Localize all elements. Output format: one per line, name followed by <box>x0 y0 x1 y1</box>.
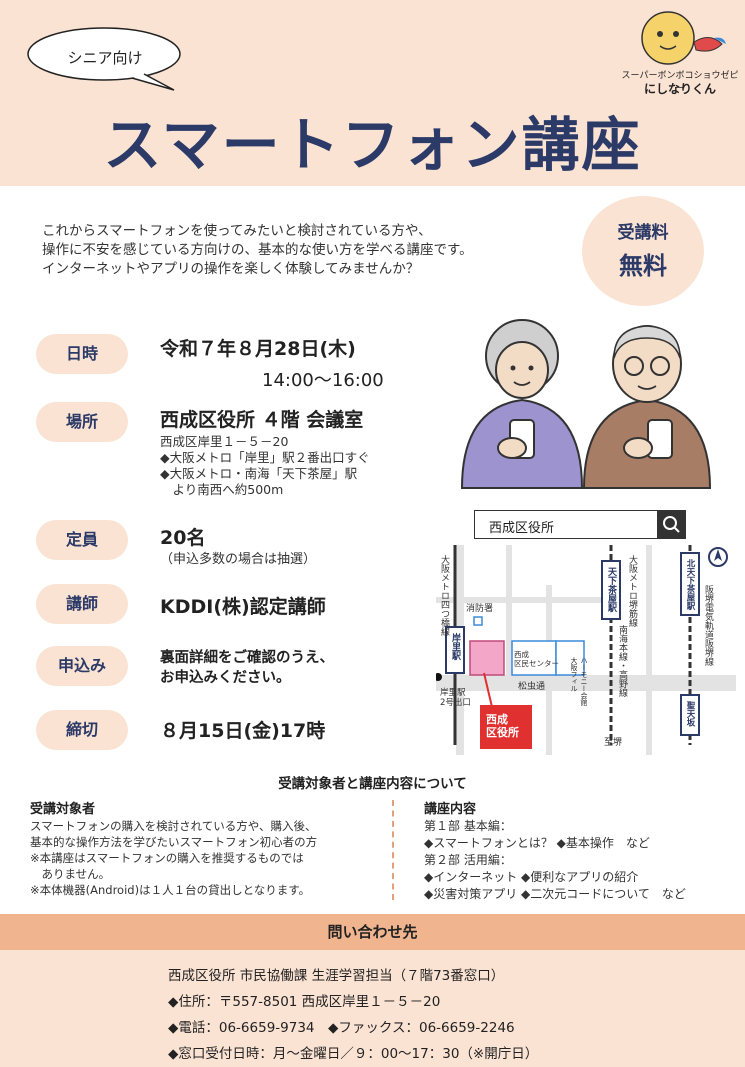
speech-bubble <box>27 27 181 91</box>
content-line: ◆スマートフォンとは？ ◆基本操作 など <box>424 836 650 850</box>
column-divider <box>392 800 394 900</box>
target-line: スマートフォンの購入を検討されている方や、購入後、 <box>30 819 317 833</box>
content-text: 第１部 基本編： ◆スマートフォンとは？ ◆基本操作 など第２部 活用編： ◆インタ… <box>424 818 686 903</box>
mascot-caption: スーパーボンボコショウゼピー <box>621 71 739 94</box>
capacity-value: 20名 <box>160 527 206 549</box>
intro-text: これからスマートフォンを使ってみたいと検討されている方や、 操作に不安を感じてい… <box>42 222 582 279</box>
intro-line: これからスマートフォンを使ってみたいと検討されている方や、 <box>42 223 432 239</box>
apply-text: 裏面詳細をご確認のうえ、 お申込みください。 <box>160 648 334 688</box>
page-title: スマートフォン講座 <box>103 111 642 179</box>
label-place: 場所 <box>36 402 128 442</box>
mascot-name: にしなりくん <box>643 82 716 96</box>
map-label-center: 西成区民センター <box>514 649 559 668</box>
target-line: ※本体機器(Android)は１人１台の貸出しとなります。 <box>30 883 311 897</box>
fee-value: 無料 <box>619 252 667 280</box>
map-label-office: 西成区役所 <box>486 712 519 739</box>
fee-badge: 受講料 無料 <box>582 196 704 306</box>
target-text: スマートフォンの購入を検討されている方や、購入後、基本的な操作方法を学びたいスマ… <box>30 818 317 898</box>
place-value: 西成区役所 ４階 会議室 <box>160 409 364 431</box>
search-icon <box>657 511 685 538</box>
map-label-sakaisuji: 大阪メトロ堺筋線 <box>627 554 638 627</box>
label-apply: 申込み <box>36 646 128 686</box>
contact-address: ◆住所：〒557-8501 西成区岸里１－５－20 <box>168 994 441 1010</box>
contact-dept: 西成区役所 市民協働課 生涯学習担当（７階73番窓口） <box>168 968 505 984</box>
place-note: ◆大阪メトロ・南海「天下茶屋」駅 <box>160 466 358 481</box>
map-label-kishinosato: 岸里駅 <box>450 632 461 661</box>
content-line: ◆インターネット ◆便利なアプリの紹介 <box>424 870 639 884</box>
label-capacity: 定員 <box>36 520 128 560</box>
mascot-icon <box>641 11 726 65</box>
date-value: 令和７年８月28日(木) <box>160 338 356 360</box>
apply-line: お申込みください。 <box>160 670 291 686</box>
section-title: 受講対象者と講座内容について <box>278 776 467 792</box>
map-label-harmony: 大阪フィルハーモニー会館 <box>570 656 588 707</box>
content-line: ◆災害対策アプリ ◆二次元コードについて など <box>424 887 686 901</box>
bubble-text: シニア向け <box>67 49 143 67</box>
map-label-shiten: 至堺 <box>604 736 622 748</box>
target-line: ※本講座はスマートフォンの購入を推奨するものでは <box>30 851 304 865</box>
place-notes: 西成区岸里１－５－20 ◆大阪メトロ「岸里」駅２番出口すぐ ◆大阪メトロ・南海「… <box>160 434 370 498</box>
intro-line: 操作に不安を感じている方向けの、基本的な使い方を学べる講座です。 <box>42 242 473 258</box>
content-heading: 講座内容 <box>424 802 477 817</box>
contact-hours: ◆窓口受付日時：月〜金曜日／９：00〜17：30（※開庁日） <box>168 1046 539 1062</box>
place-note: より南西へ約500m <box>160 482 284 497</box>
contact-title: 問い合わせ先 <box>0 914 745 950</box>
seniors-illustration <box>460 319 712 489</box>
map-search-bar: 西成区役所 <box>474 510 686 539</box>
map-label-hankai: 阪堺電気軌道阪堺線 <box>703 585 714 666</box>
map-search-text: 西成区役所 <box>489 521 555 536</box>
content-line: 第２部 活用編： <box>424 853 512 867</box>
map-label-yotsubashi: 大阪メトロ四つ橋線 <box>439 554 450 636</box>
target-line: 基本的な操作方法を学びたいスマートフォン初心者の方 <box>30 835 318 849</box>
contact-panel <box>0 950 745 1067</box>
contact-phone: ◆電話：06-6659-9734 ◆ファックス：06-6659-2246 <box>168 1020 515 1036</box>
target-line: ありません。 <box>30 867 111 881</box>
target-heading: 受講対象者 <box>30 802 96 817</box>
label-lecturer: 講師 <box>36 584 128 624</box>
intro-line: インターネットやアプリの操作を楽しく体験してみませんか？ <box>42 261 420 277</box>
lecturer-value: KDDI(株)認定講師 <box>160 596 326 618</box>
map-label-tengachaya: 天下茶屋駅 <box>606 567 618 613</box>
deadline-value: ８月15日(金)17時 <box>160 720 326 742</box>
content-line: 第１部 基本編： <box>424 819 512 833</box>
capacity-note: （申込多数の場合は抽選） <box>160 552 317 567</box>
place-note: 西成区岸里１－５－20 <box>160 434 289 449</box>
time-value: 14:00〜16:00 <box>262 370 384 391</box>
apply-line: 裏面詳細をご確認のうえ、 <box>160 650 334 666</box>
fee-label: 受講料 <box>617 223 669 243</box>
label-deadline: 締切 <box>36 710 128 750</box>
map-label-nankai: 南海本線・高野線 <box>617 624 628 697</box>
place-note: ◆大阪メトロ「岸里」駅２番出口すぐ <box>160 450 370 465</box>
map-label-matsumushi: 松虫通 <box>518 680 545 692</box>
map-label-fire: 消防署 <box>466 602 493 614</box>
map-label-seitenzaka: 聖天坂 <box>685 700 695 727</box>
map-label-kita-tengachaya: 北天下茶屋駅 <box>685 558 696 611</box>
label-date: 日時 <box>36 334 128 374</box>
